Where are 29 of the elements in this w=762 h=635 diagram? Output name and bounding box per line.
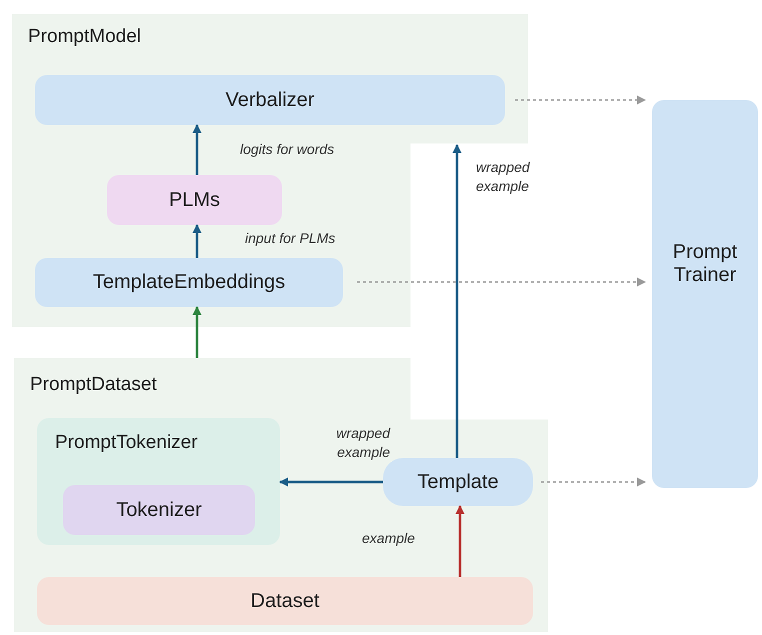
component-box — [35, 75, 505, 125]
component-box — [383, 458, 533, 506]
node-label: Tokenizer — [116, 498, 202, 522]
node-label: PLMs — [168, 188, 220, 212]
arrow — [515, 96, 646, 104]
component-box — [652, 100, 758, 488]
group-panel — [14, 358, 548, 632]
component-box — [37, 577, 533, 625]
arrow — [192, 124, 202, 175]
group-panel — [37, 418, 280, 545]
component-box — [107, 175, 282, 225]
arrow — [357, 278, 646, 286]
group-title: PromptModel — [28, 26, 141, 48]
arrow — [456, 505, 464, 577]
group-panel — [12, 14, 528, 327]
arrow — [192, 306, 202, 358]
arrow — [541, 478, 646, 486]
arrow — [452, 144, 462, 458]
node-label: Dataset — [250, 590, 320, 612]
group-title: PromptDataset — [30, 374, 157, 396]
component-box — [63, 485, 255, 535]
node-label: TemplateEmbeddings — [92, 271, 286, 294]
arrow — [192, 224, 202, 258]
node-label: Verbalizer — [226, 88, 314, 112]
node-label: Prompt Trainer — [672, 241, 738, 287]
component-box — [35, 258, 343, 307]
group-title: PromptTokenizer — [55, 432, 198, 454]
arrow — [279, 478, 383, 486]
node-label: Template — [417, 470, 499, 494]
